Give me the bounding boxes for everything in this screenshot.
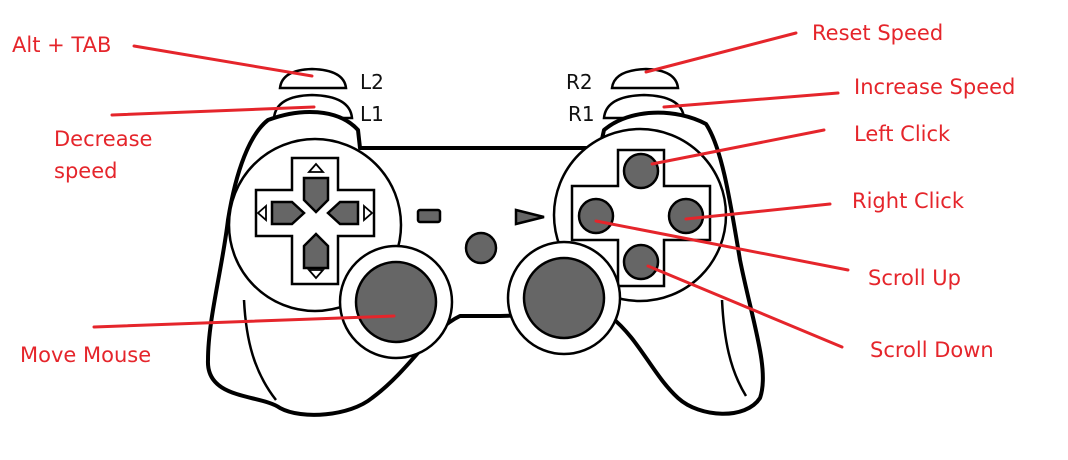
dpad-right-arrow-icon bbox=[363, 204, 374, 222]
dpad-right[interactable] bbox=[326, 200, 360, 226]
right-click-label: Right Click bbox=[852, 189, 965, 213]
r1-label: R1 bbox=[568, 102, 595, 126]
scroll-down-label: Scroll Down bbox=[870, 338, 994, 362]
right-click-leader bbox=[684, 202, 832, 221]
left-click-label: Left Click bbox=[854, 122, 951, 146]
face-buttons-frame bbox=[570, 148, 712, 288]
reset-speed-label: Reset Speed bbox=[812, 21, 943, 45]
reset-speed-leader bbox=[644, 31, 798, 74]
dpad-down[interactable] bbox=[302, 232, 330, 270]
decrease-speed-leader bbox=[110, 105, 316, 117]
left-grip-contour bbox=[242, 299, 277, 401]
move-mouse-leader bbox=[92, 314, 396, 329]
start-button[interactable] bbox=[514, 208, 545, 226]
move-mouse-label: Move Mouse bbox=[20, 343, 151, 367]
scroll-up-leader bbox=[594, 219, 850, 272]
alt-tab-leader bbox=[132, 44, 314, 78]
scroll-up-label: Scroll Up bbox=[868, 266, 961, 290]
dpad-left-arrow-icon bbox=[256, 204, 267, 222]
increase-speed-leader bbox=[662, 91, 840, 109]
r2-label: R2 bbox=[566, 70, 593, 94]
right-analog-stick[interactable] bbox=[522, 256, 606, 340]
face-button-bottom[interactable] bbox=[622, 243, 660, 281]
dpad-down-arrow-icon bbox=[307, 269, 325, 280]
face-button-right[interactable] bbox=[667, 197, 705, 235]
dpad-frame bbox=[254, 156, 376, 286]
ps-button[interactable] bbox=[464, 231, 498, 265]
decrease-speed-label-line2: speed bbox=[54, 159, 117, 183]
right-grip-contour bbox=[720, 299, 748, 397]
alt-tab-label: Alt + TAB bbox=[12, 33, 111, 57]
face-button-left[interactable] bbox=[577, 197, 615, 235]
r2-trigger bbox=[610, 67, 680, 90]
decrease-speed-label-line1: Decrease bbox=[54, 127, 152, 151]
left-analog-stick[interactable] bbox=[354, 260, 438, 344]
l2-label: L2 bbox=[360, 70, 384, 94]
select-button[interactable] bbox=[416, 208, 442, 224]
dpad-left[interactable] bbox=[270, 200, 306, 226]
dpad-up-arrow-icon bbox=[307, 162, 325, 173]
l1-label: L1 bbox=[360, 102, 384, 126]
dpad-up[interactable] bbox=[302, 176, 330, 214]
left-click-leader bbox=[650, 128, 826, 166]
face-button-top[interactable] bbox=[622, 152, 660, 190]
increase-speed-label: Increase Speed bbox=[854, 75, 1015, 99]
scroll-down-leader bbox=[646, 264, 844, 349]
